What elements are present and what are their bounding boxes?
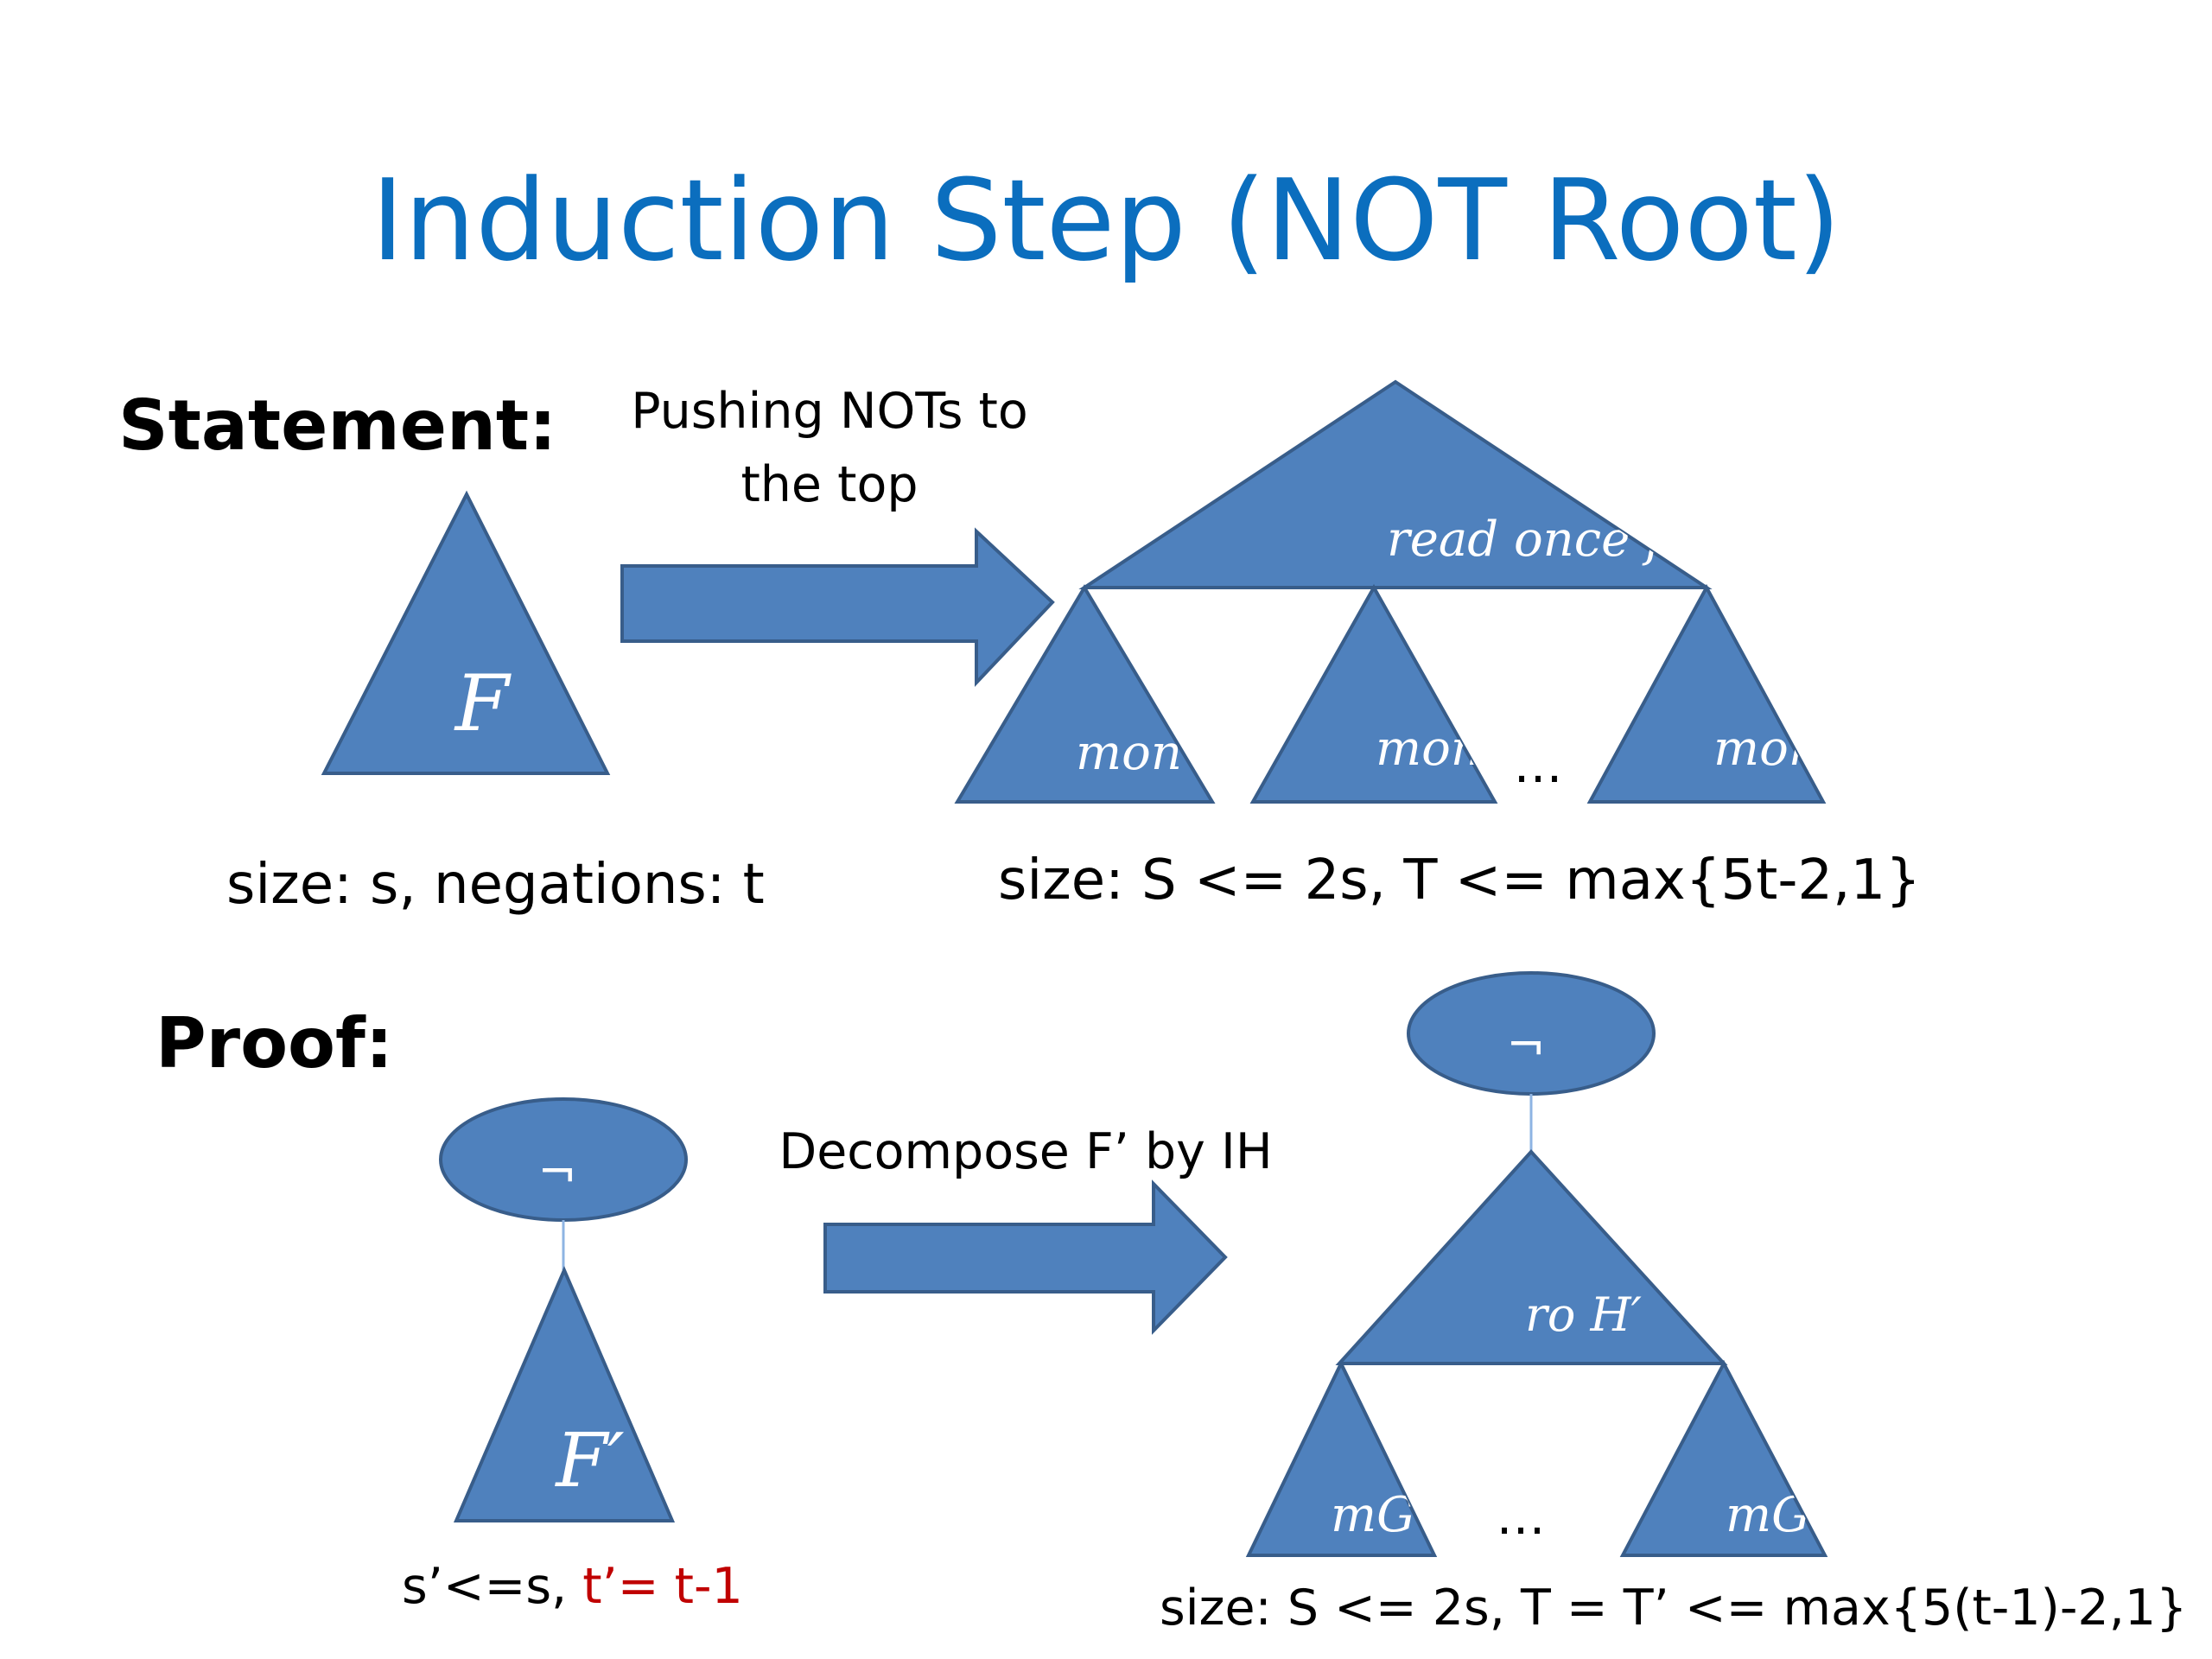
negation-symbol-right: ¬ [1506,1018,1545,1072]
ro-h-prime-tree-triangle [1335,1149,1728,1365]
formula-f-prime-label: F′ [554,1418,624,1504]
arrow-label-line2: the top [741,456,918,513]
mg-leaf-label-1: mG [1331,1487,1415,1543]
formula-f-label: F [454,658,512,749]
mon-leaf-triangle-3 [1586,583,1827,804]
push-nots-arrow [620,527,1055,688]
proof-right-caption: size: S <= 2s, T = T’ <= max{5(t-1)-2,1} [1160,1580,2187,1637]
statement-left-caption: size: s, negations: t [226,853,765,917]
mg-leaf-label-2: mG [1726,1487,1810,1543]
negation-symbol-left: ¬ [537,1145,576,1199]
mon-leaf-triangle-2 [1249,583,1498,804]
arrow-label-line1: Pushing NOTs to [631,383,1028,440]
mg-leaf-triangle-2 [1619,1359,1828,1557]
ro-h-prime-label: ro H′ [1525,1287,1642,1342]
statement-heading: Statement: [118,385,556,466]
mon-leaf-label-3: mon [1713,721,1820,777]
mg-leaf-triangle-1 [1245,1359,1438,1557]
mon-leaf-label-1: mon [1076,725,1182,781]
decompose-arrow [823,1179,1228,1335]
statement-right-caption: size: S <= 2s, T <= max{5t-2,1} [998,849,1921,912]
read-once-tree-triangle [1078,379,1713,589]
formula-f-prime-triangle [453,1265,676,1522]
formula-f-triangle [321,490,611,775]
decompose-arrow-label: Decompose F’ by IH [779,1123,1272,1180]
page-title: Induction Step (NOT Root) [371,155,1840,286]
mg-leaf-ellipsis: … [1497,1489,1546,1546]
proof-left-caption: s’<=s, t’= t-1 [402,1558,743,1615]
proof-left-caption-part1: s’<=s, [402,1558,582,1615]
read-once-tree-label: read once f [1387,512,1671,568]
proof-heading: Proof: [156,1003,393,1084]
mon-leaf-triangle-1 [954,584,1216,804]
proof-left-caption-part2: t’= t-1 [582,1558,743,1615]
leaf-ellipsis: … [1514,737,1563,794]
